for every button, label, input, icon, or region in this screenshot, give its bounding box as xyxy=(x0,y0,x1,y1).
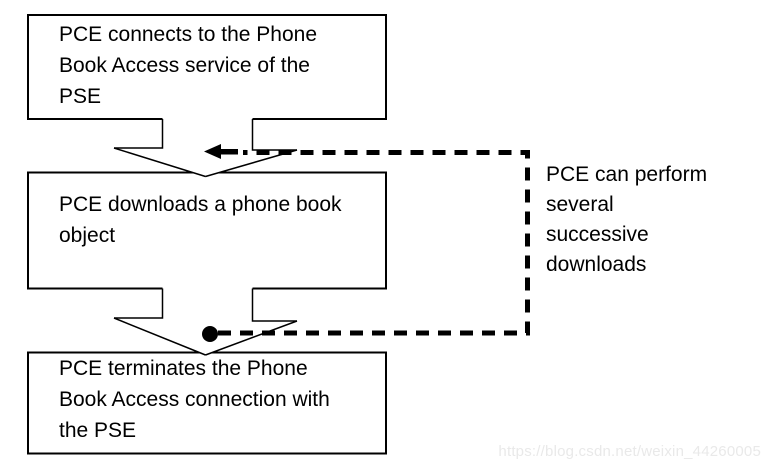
loop-start-dot-icon xyxy=(202,326,218,342)
box-terminate-label: PCE terminates the Phone Book Access con… xyxy=(59,357,330,442)
loop-annotation-label: PCE can perform several successive downl… xyxy=(546,163,708,276)
down-arrow-2-notch-left xyxy=(114,288,164,319)
box-download-label: PCE downloads a phone book object xyxy=(59,193,342,247)
box-connect-outline xyxy=(27,14,387,120)
down-arrow-1-notch-left xyxy=(114,119,164,149)
loop-arrowhead-left-icon xyxy=(204,144,238,159)
watermark-text: https://blog.csdn.net/weixin_44260005 xyxy=(498,443,761,460)
down-arrow-1-notch-right xyxy=(251,119,297,151)
box-connect-label: PCE connects to the Phone Book Access se… xyxy=(59,23,317,108)
down-arrow-1-head-fill xyxy=(114,148,297,177)
down-arrow-2-notch-right xyxy=(251,288,297,322)
down-arrow-2-head-icon xyxy=(113,317,298,356)
loop-dashed-line xyxy=(218,150,530,336)
